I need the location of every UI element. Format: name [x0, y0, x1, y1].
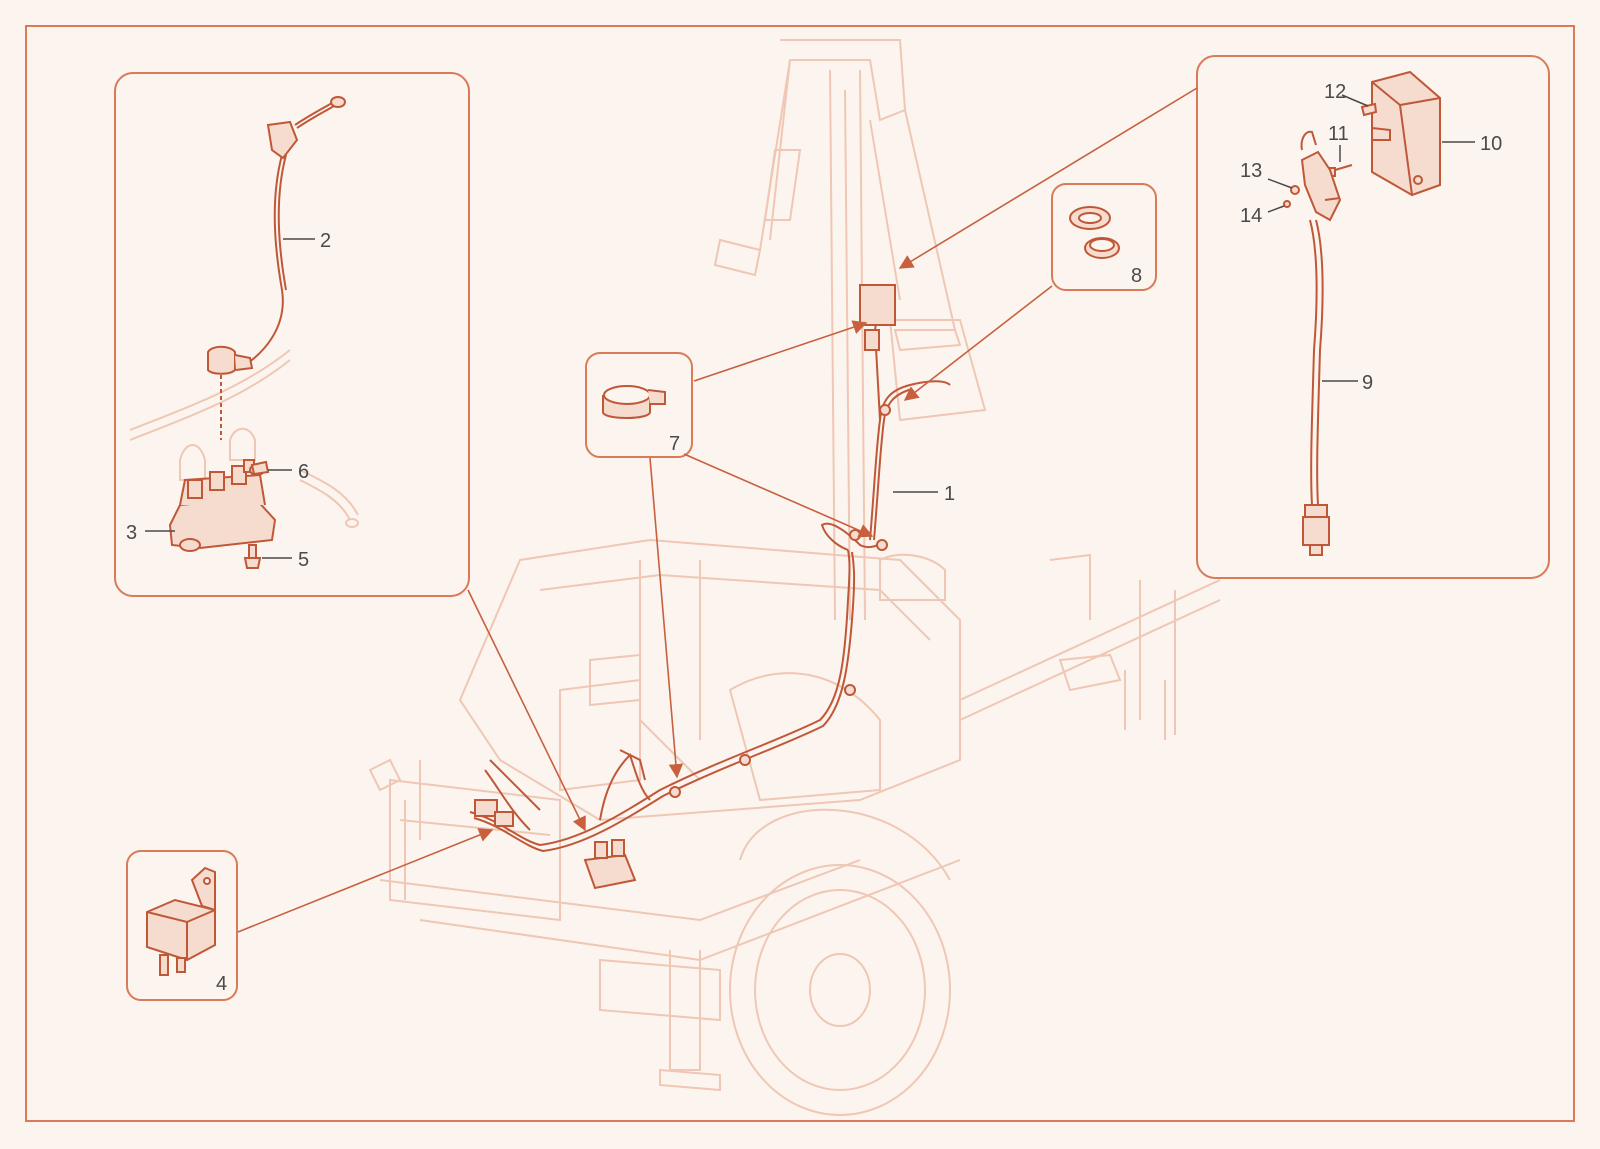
inset-solenoid: 2 6 3 5 — [114, 72, 470, 597]
inset-cover: 10 12 11 13 14 9 — [1196, 55, 1550, 579]
relay-icon — [146, 866, 216, 976]
callout-1: 1 — [944, 483, 955, 505]
callout-4: 4 — [216, 973, 227, 995]
outer-frame — [25, 25, 1575, 1122]
callout-11: 11 — [1328, 123, 1349, 145]
inset-relay: 4 — [126, 850, 238, 1001]
callout-7: 7 — [669, 433, 680, 455]
grommet-icon — [1069, 206, 1120, 259]
wire-harness-icon — [469, 284, 951, 853]
callout-10: 10 — [1480, 133, 1502, 155]
inset-clamp: 7 — [585, 352, 693, 458]
leader-lines — [237, 87, 1198, 933]
callout-14: 14 — [1240, 205, 1262, 227]
cable-clamp-icon — [602, 385, 666, 419]
callout-13: 13 — [1240, 160, 1262, 182]
callout-8: 8 — [1131, 265, 1142, 287]
callout-2: 2 — [320, 230, 331, 252]
inset-grommet: 8 — [1051, 183, 1157, 291]
callout-3: 3 — [126, 522, 137, 544]
battery-solenoid-icon — [583, 839, 637, 890]
callout-6: 6 — [298, 461, 309, 483]
callout-9: 9 — [1362, 372, 1373, 394]
callout-5: 5 — [298, 549, 309, 571]
callout-12: 12 — [1324, 81, 1346, 103]
